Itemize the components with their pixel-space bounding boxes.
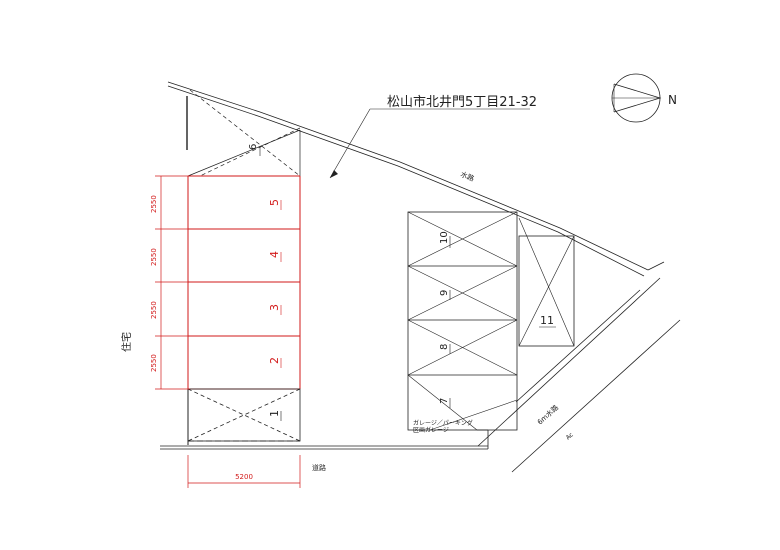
dimension-row-2: 2550 xyxy=(150,248,158,266)
dimension-horizontal xyxy=(187,455,301,488)
lot-9-number: 9 xyxy=(439,290,450,296)
lot-2-number: 2 xyxy=(268,357,281,364)
lot-11-area xyxy=(518,217,575,347)
lot-10-number: 10 xyxy=(439,231,450,244)
waterway-boundary xyxy=(167,81,665,277)
south-boundary xyxy=(160,429,489,450)
address-label: 松山市北井門5丁目21-32 xyxy=(387,94,537,110)
lot-8-number: 8 xyxy=(439,344,450,350)
north-arrow-icon xyxy=(611,73,662,123)
residence-label: 住宅 xyxy=(120,332,133,352)
lot-3-number: 3 xyxy=(268,304,281,311)
parking-note-1: ガレージ／パーキング xyxy=(413,419,473,427)
north-label: N xyxy=(668,93,677,107)
lot-4-number: 4 xyxy=(268,251,281,258)
lot-1-number: 1 xyxy=(268,410,281,417)
canal-label: 6m水路 xyxy=(535,403,560,427)
parking-stalls-red xyxy=(187,175,301,390)
lot-11-number: 11 xyxy=(540,314,554,327)
road-label: 道路 xyxy=(312,463,326,472)
waterway-label: 水路 xyxy=(459,170,475,184)
dimension-vertical xyxy=(155,175,190,390)
lot-1-area xyxy=(187,388,301,442)
dimension-row-3: 2550 xyxy=(150,301,158,319)
parking-note-2: 区画ガレージ xyxy=(413,426,449,434)
dimension-row-4: 2550 xyxy=(150,354,158,372)
lot-5-number: 5 xyxy=(268,199,281,206)
road-right-label: Ac xyxy=(565,431,575,441)
dimension-width: 5200 xyxy=(235,473,253,481)
lot-6-number: 6 xyxy=(248,144,259,150)
parking-stalls-black xyxy=(407,211,518,431)
east-boundary xyxy=(477,277,681,473)
lot-6-area xyxy=(187,89,301,177)
lot-7-number: 7 xyxy=(439,398,450,404)
dimension-row-1: 2550 xyxy=(150,195,158,213)
